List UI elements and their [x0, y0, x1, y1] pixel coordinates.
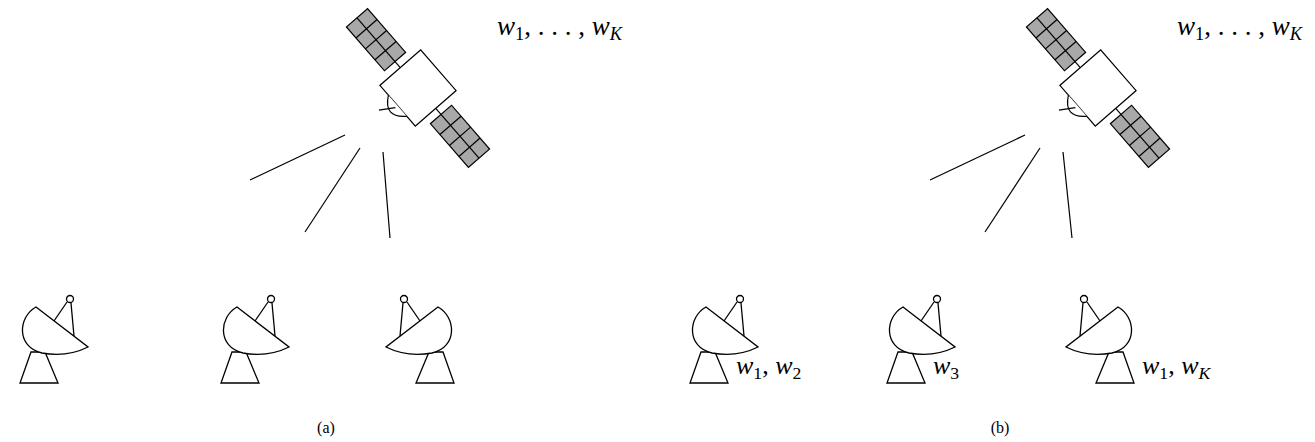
math-symbol: w [775, 351, 792, 380]
dish-antenna [20, 296, 88, 384]
satellite [324, 0, 500, 187]
math-symbol: w [736, 351, 753, 380]
math-symbol: w [497, 11, 515, 41]
dish-antenna [690, 296, 758, 384]
satellite [1004, 0, 1180, 187]
math-subscript: 1 [1159, 363, 1168, 383]
cache-content: w3 [933, 350, 959, 381]
panel-caption: (a) [317, 418, 335, 437]
signal-lines [250, 135, 1072, 238]
panel-caption: (b) [991, 418, 1010, 437]
math-subscript: K [1290, 24, 1302, 44]
math-symbol: w [1142, 351, 1159, 380]
math-subscript: 1 [753, 363, 762, 383]
math-subscript: 1 [515, 24, 524, 44]
math-symbol: w [933, 351, 950, 380]
math-subscript: K [1199, 363, 1211, 383]
cache-content: w1, w2 [736, 350, 801, 381]
math-subscript: 2 [793, 363, 802, 383]
math-symbol: w [1181, 351, 1198, 380]
dish-antenna [386, 296, 454, 384]
math-symbol: w [592, 11, 610, 41]
math-text: , . . . , [524, 11, 592, 41]
math-symbol: w [1272, 11, 1290, 41]
dish-antenna [221, 296, 289, 384]
math-subscript: 3 [950, 363, 959, 383]
message-set: w1, . . . , wK [497, 10, 622, 42]
math-text: (b) [991, 419, 1010, 436]
dish-antenna [1066, 296, 1134, 384]
dish-antenna [887, 296, 955, 384]
math-text: (a) [317, 419, 335, 436]
cache-content: w1, wK [1142, 350, 1210, 381]
math-text: , . . . , [1204, 11, 1272, 41]
math-subscript: K [610, 24, 622, 44]
math-symbol: w [1177, 11, 1195, 41]
message-set: w1, . . . , wK [1177, 10, 1302, 42]
math-subscript: 1 [1195, 24, 1204, 44]
math-text: , [1168, 351, 1181, 380]
math-text: , [762, 351, 775, 380]
